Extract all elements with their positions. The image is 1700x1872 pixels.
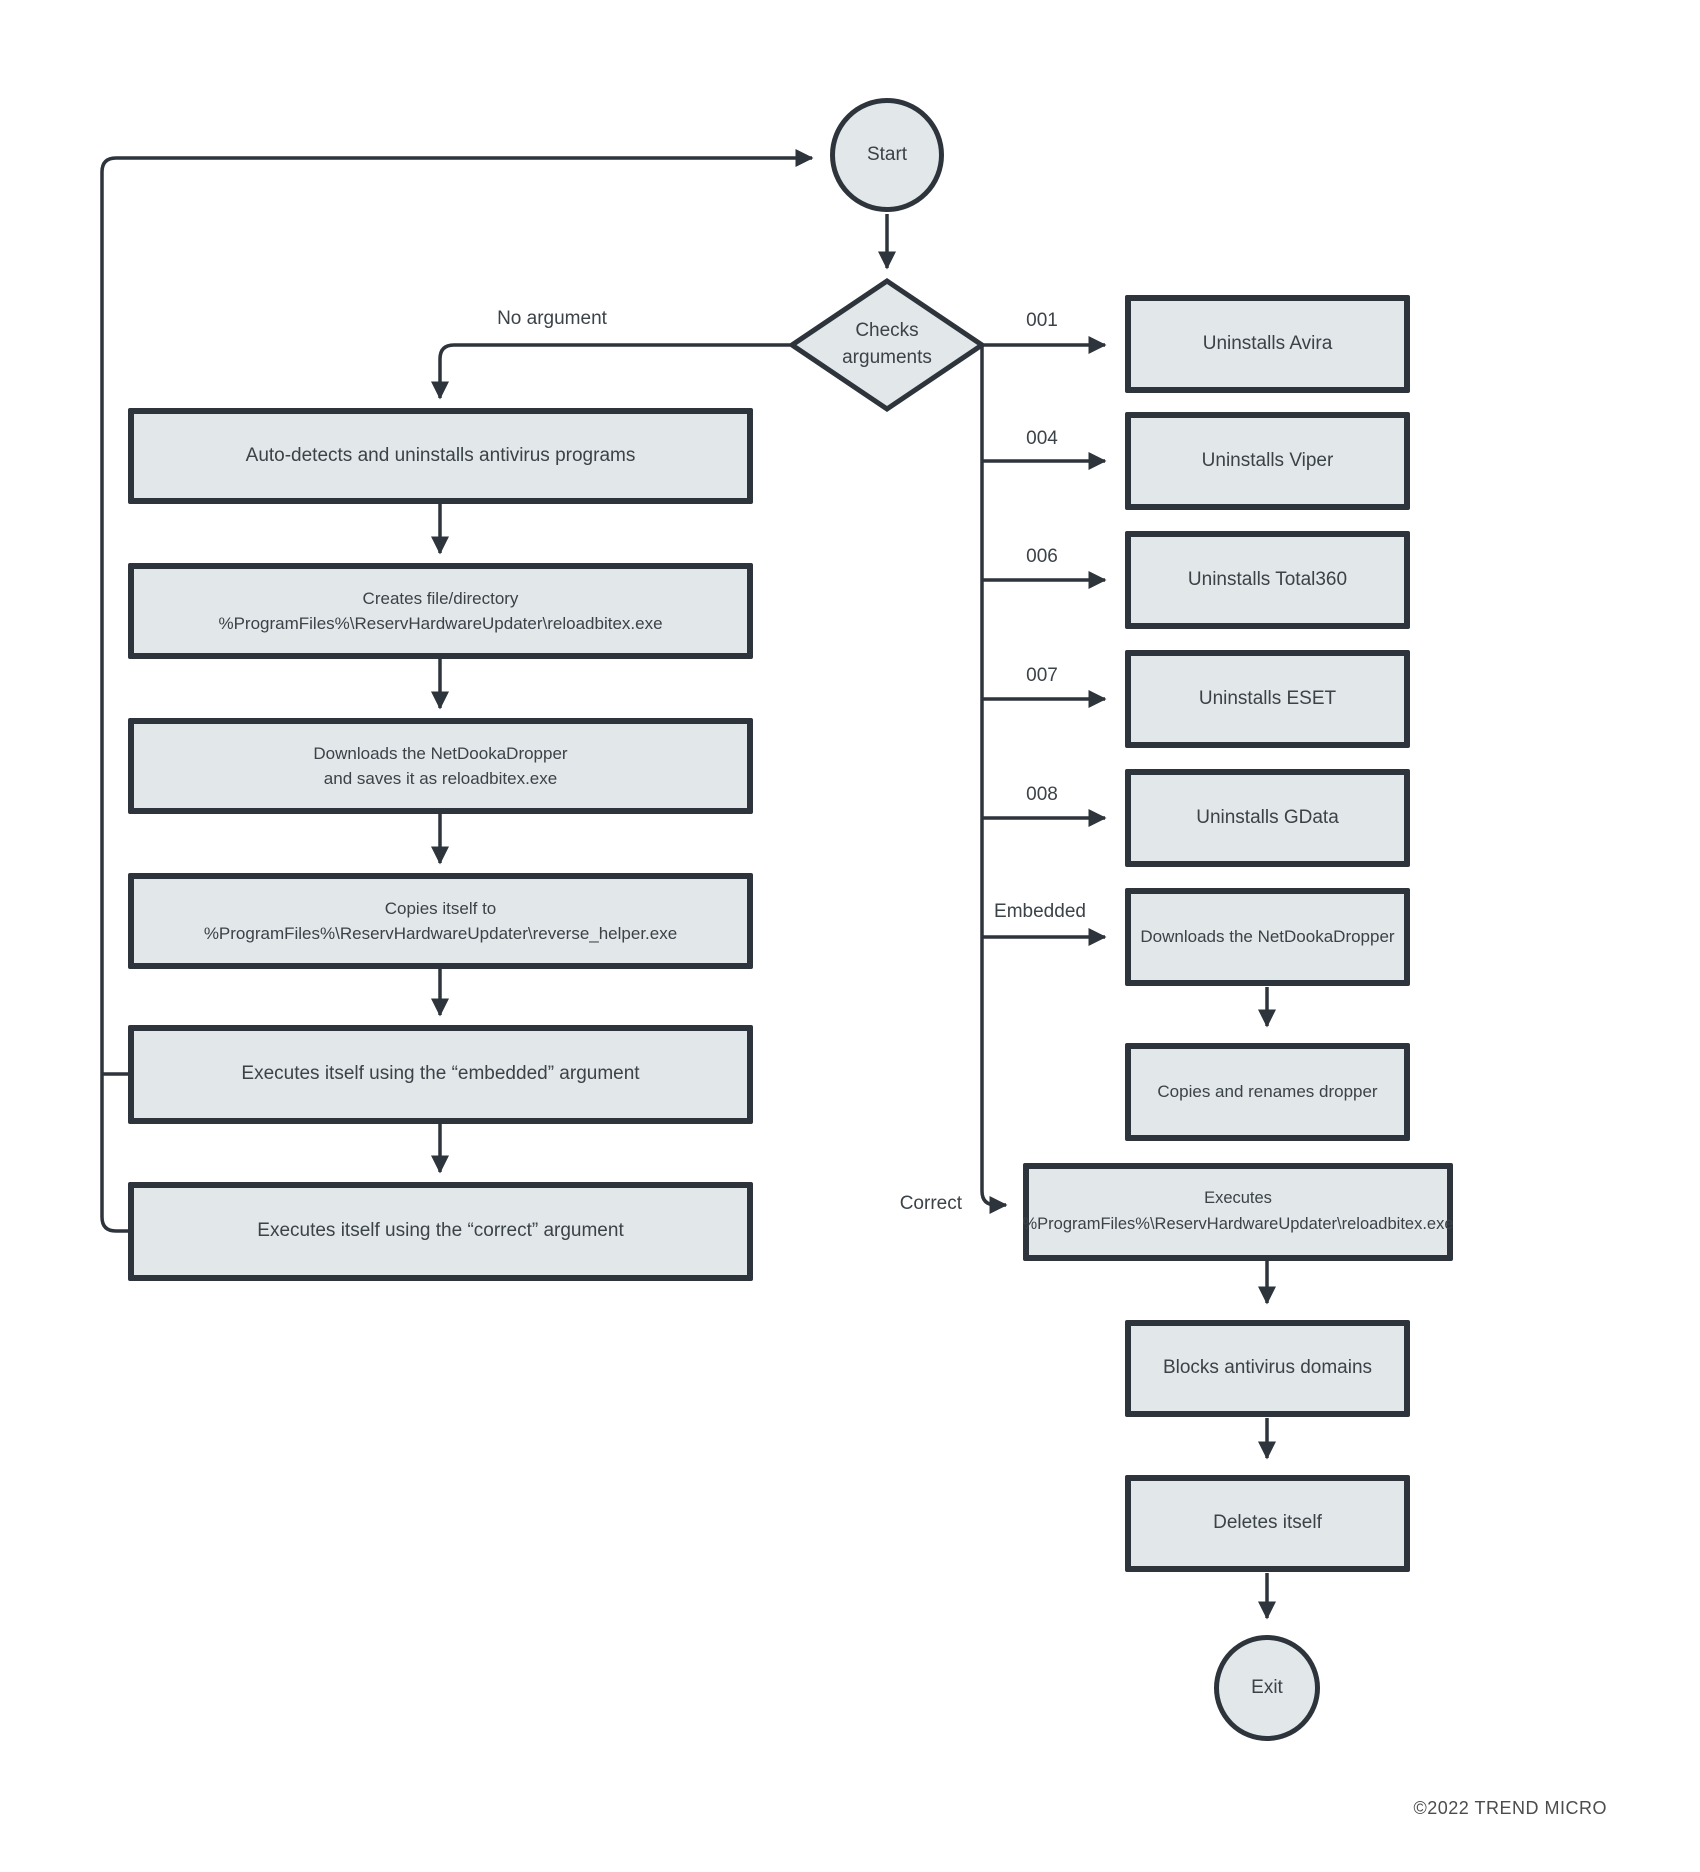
node-uninstalls-total360: Uninstalls Total360 bbox=[1125, 531, 1410, 629]
node-executes-correct: Executes itself using the “correct” argu… bbox=[128, 1182, 753, 1281]
copyright-text: ©2022 TREND MICRO bbox=[1413, 1798, 1607, 1818]
edge-label-correct: Correct bbox=[899, 1193, 962, 1214]
edge-label-008: 008 bbox=[1026, 784, 1058, 805]
node-uninstalls-viper: Uninstalls Viper bbox=[1125, 412, 1410, 510]
node-downloads-netdookadropper-right: Downloads the NetDookaDropper bbox=[1125, 888, 1410, 986]
decision-checks-arguments: Checks arguments bbox=[842, 320, 932, 368]
edge-label-001: 001 bbox=[1026, 310, 1058, 331]
node-deletes-itself: Deletes itself bbox=[1125, 1475, 1410, 1572]
node-downloads-netdookadropper-left: Downloads the NetDookaDropper and saves … bbox=[128, 718, 753, 814]
edge-loop-to-start bbox=[100, 149, 814, 1233]
node-copies-itself: Copies itself to %ProgramFiles%\ReservHa… bbox=[128, 873, 753, 969]
exit-node: Exit bbox=[1214, 1635, 1320, 1741]
node-executes-reloadbitex: Executes %ProgramFiles%\ReservHardwareUp… bbox=[1023, 1163, 1454, 1261]
exit-label: Exit bbox=[1251, 1677, 1283, 1698]
edge-no-argument bbox=[431, 343, 790, 400]
edge-label-004: 004 bbox=[1026, 428, 1058, 449]
edge-label-006: 006 bbox=[1026, 546, 1058, 567]
edge-label-embedded: Embedded bbox=[994, 901, 1086, 922]
edge-label-007: 007 bbox=[1026, 665, 1058, 686]
start-node: Start bbox=[830, 98, 944, 212]
node-auto-detects: Auto-detects and uninstalls antivirus pr… bbox=[128, 408, 753, 504]
edge-label-no-argument: No argument bbox=[497, 308, 607, 329]
decision-diamond-shape bbox=[787, 277, 987, 413]
node-executes-embedded: Executes itself using the “embedded” arg… bbox=[128, 1025, 753, 1124]
edge-correct bbox=[980, 346, 1008, 1214]
node-copies-renames-dropper: Copies and renames dropper bbox=[1125, 1043, 1410, 1141]
node-blocks-antivirus-domains: Blocks antivirus domains bbox=[1125, 1320, 1410, 1417]
node-uninstalls-eset: Uninstalls ESET bbox=[1125, 650, 1410, 748]
start-label: Start bbox=[866, 144, 908, 165]
node-creates-file: Creates file/directory %ProgramFiles%\Re… bbox=[128, 563, 753, 659]
node-uninstalls-gdata: Uninstalls GData bbox=[1125, 769, 1410, 867]
node-uninstalls-avira: Uninstalls Avira bbox=[1125, 295, 1410, 393]
